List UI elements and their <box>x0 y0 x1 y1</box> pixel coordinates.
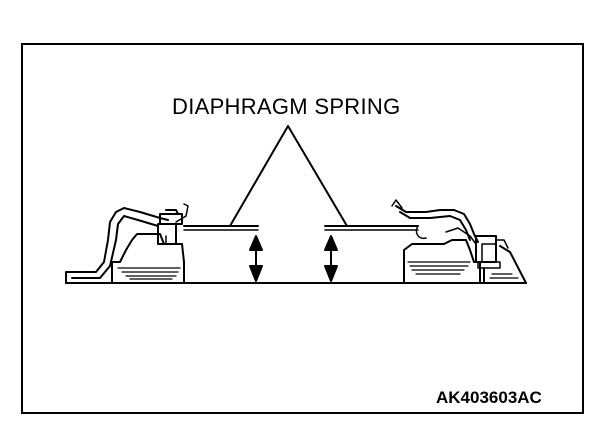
diaphragm-spring-right-finger <box>324 225 419 231</box>
figure-id-label: AK403603AC <box>436 388 542 407</box>
right-cover-assembly <box>391 199 527 284</box>
height-arrow-right <box>324 235 338 282</box>
left-cover-assembly <box>65 203 189 284</box>
height-arrow-left <box>249 235 263 282</box>
diaphragm-spring-label: DIAPHRAGM SPRING <box>172 94 401 119</box>
callout-leader-lines <box>229 125 348 227</box>
figure-frame <box>21 43 584 414</box>
diaphragm-spring-left-finger <box>183 225 259 231</box>
